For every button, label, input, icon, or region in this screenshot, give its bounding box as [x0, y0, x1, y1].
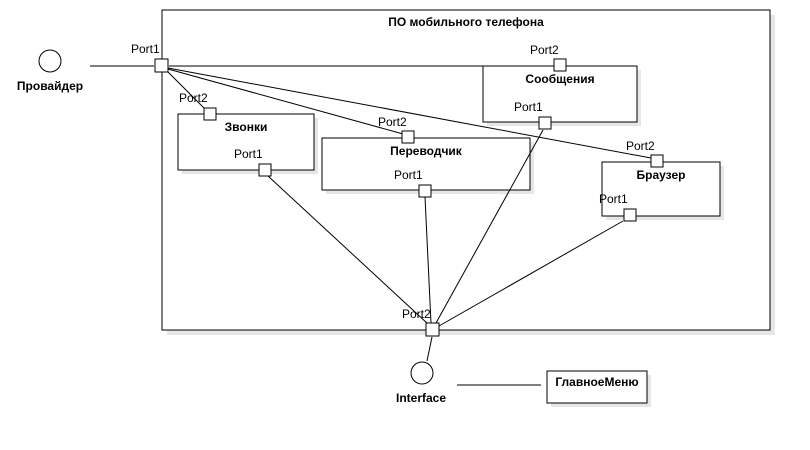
- component-calls-label: Звонки: [225, 120, 268, 134]
- wire-browser-port1-to-system-port2[interactable]: [438, 220, 624, 327]
- browser-port1-label: Port1: [599, 192, 628, 206]
- component-translator-label: Переводчик: [390, 144, 463, 158]
- interface-label: Interface: [396, 391, 446, 405]
- system-port2-label: Port2: [402, 307, 431, 321]
- calls-port1-label: Port1: [234, 147, 263, 161]
- browser-port1[interactable]: [623, 208, 637, 222]
- translator-port2-label: Port2: [378, 115, 407, 129]
- translator-port1-label: Port1: [394, 168, 423, 182]
- main-menu-label: ГлавноеМеню: [555, 375, 638, 389]
- wire-system-port1-to-browser-port2[interactable]: [167, 67, 652, 159]
- messages-port1-label: Port1: [514, 100, 543, 114]
- wire-messages-port1-to-system-port2[interactable]: [435, 129, 544, 324]
- calls-port1[interactable]: [258, 163, 272, 177]
- component-browser-label: Браузер: [637, 168, 686, 182]
- interface-icon[interactable]: [410, 361, 434, 385]
- wire-translator-port1-to-system-port2[interactable]: [424, 196, 432, 324]
- component-browser[interactable]: [601, 161, 721, 217]
- calls-port2-label: Port2: [179, 91, 208, 105]
- translator-port1[interactable]: [418, 184, 432, 198]
- wire-system-port1-to-calls-port2[interactable]: [165, 69, 207, 111]
- component-calls[interactable]: [177, 113, 315, 171]
- system-title: ПО мобильного телефона: [388, 15, 544, 29]
- provider-label: Провайдер: [17, 79, 83, 93]
- wire-system-port2-to-interface[interactable]: [426, 336, 433, 362]
- wire-system-port1-to-translator-port2[interactable]: [167, 68, 404, 135]
- wire-calls-port1-to-system-port2[interactable]: [267, 175, 429, 325]
- system-port2[interactable]: [425, 322, 440, 337]
- browser-port2-label: Port2: [626, 139, 655, 153]
- messages-port2[interactable]: [553, 58, 567, 72]
- component-messages-label: Сообщения: [525, 72, 594, 86]
- messages-port1[interactable]: [538, 116, 552, 130]
- provider-interface-icon[interactable]: [38, 49, 62, 73]
- translator-port2[interactable]: [401, 130, 415, 144]
- main-menu-box[interactable]: [546, 370, 648, 404]
- calls-port2[interactable]: [203, 107, 217, 121]
- browser-port2[interactable]: [650, 154, 664, 168]
- system-port1[interactable]: [154, 58, 169, 73]
- system-port1-label: Port1: [131, 42, 160, 56]
- messages-port2-label: Port2: [530, 43, 559, 57]
